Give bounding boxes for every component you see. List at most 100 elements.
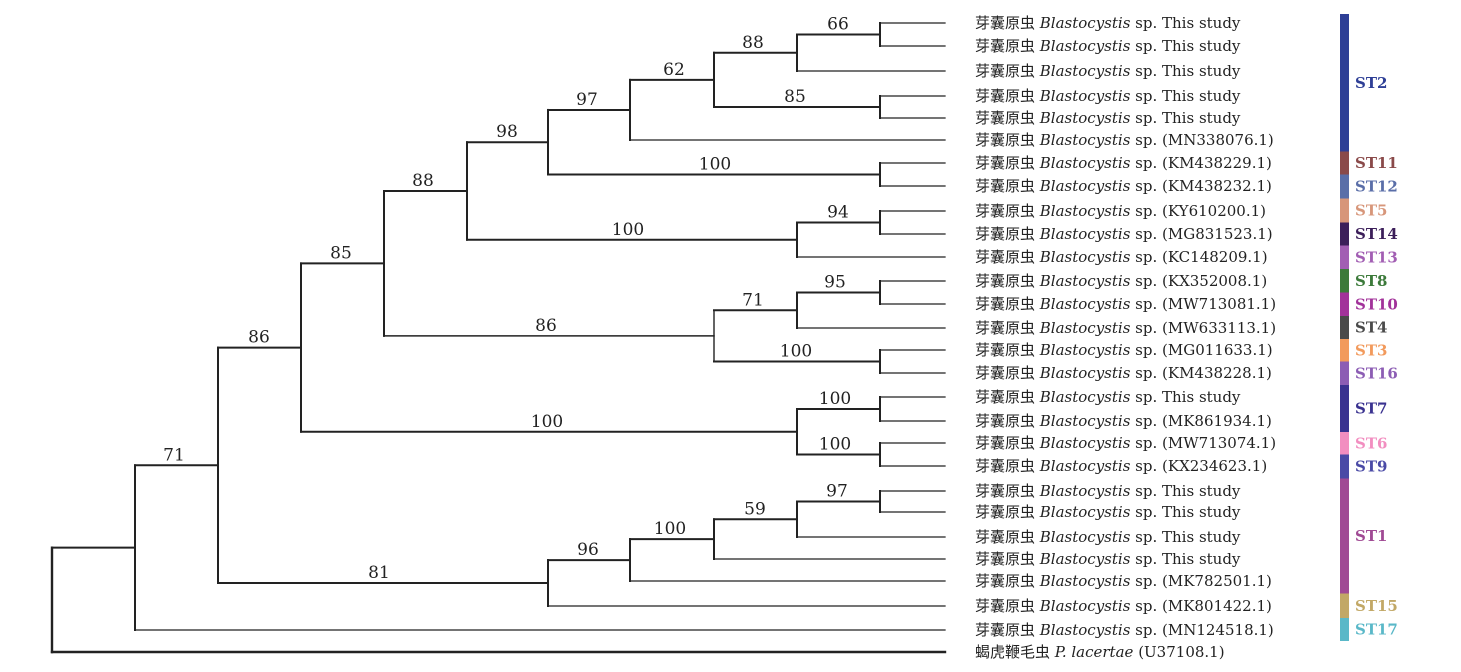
bootstrap-value: 62 (663, 60, 685, 80)
leaf-accession: This study (1157, 109, 1241, 127)
bootstrap-value: 86 (535, 316, 557, 336)
leaf-common-name: 芽囊原虫 (975, 202, 1040, 220)
leaf-label: 芽囊原虫 Blastocystis sp. (MN124518.1) (975, 621, 1274, 639)
bootstrap-value: 66 (827, 15, 849, 35)
leaf-label: 芽囊原虫 Blastocystis sp. This study (975, 109, 1241, 127)
leaf-species: sp. (1130, 177, 1157, 195)
subtype-bar (1340, 151, 1349, 175)
leaf-common-name: 芽囊原虫 (975, 364, 1040, 382)
bootstrap-value: 88 (742, 33, 764, 53)
subtype-bar (1340, 454, 1349, 479)
leaf-species: sp. (1130, 341, 1157, 359)
leaf-species: sp. (1130, 248, 1157, 266)
subtype-label: ST2 (1355, 74, 1387, 92)
leaf-common-name: 芽囊原虫 (975, 295, 1040, 313)
leaf-accession: (MN124518.1) (1157, 621, 1274, 639)
subtype-bar (1340, 478, 1349, 594)
leaf-species: sp. (1130, 202, 1157, 220)
leaf-accession: This study (1157, 37, 1241, 55)
leaf-label: 芽囊原虫 Blastocystis sp. (KX352008.1) (975, 272, 1267, 290)
leaf-common-name: 蝎虎鞭毛虫 (975, 643, 1055, 661)
leaf-species: sp. (1130, 503, 1157, 521)
leaf-genus: Blastocystis (1039, 550, 1131, 568)
subtype-label: ST13 (1355, 248, 1398, 266)
bootstrap-value: 100 (819, 435, 851, 455)
bootstrap-value: 85 (784, 87, 806, 107)
leaf-common-name: 芽囊原虫 (975, 388, 1040, 406)
leaf-accession: This study (1157, 550, 1241, 568)
bootstrap-value: 94 (827, 203, 849, 223)
leaf-common-name: 芽囊原虫 (975, 62, 1040, 80)
leaf-species: sp. (1130, 434, 1157, 452)
leaf-accession: (KC148209.1) (1157, 248, 1267, 266)
subtype-label: ST3 (1355, 341, 1387, 359)
leaf-genus: Blastocystis (1039, 341, 1131, 359)
leaf-accession: (KX352008.1) (1157, 272, 1267, 290)
leaf-genus: Blastocystis (1039, 202, 1131, 220)
leaf-genus: Blastocystis (1039, 482, 1131, 500)
leaf-genus: Blastocystis (1039, 177, 1131, 195)
leaf-label: 芽囊原虫 Blastocystis sp. (KX234623.1) (975, 457, 1267, 475)
leaf-genus: Blastocystis (1039, 225, 1131, 243)
leaf-genus: Blastocystis (1039, 434, 1131, 452)
subtype-bar (1340, 339, 1349, 362)
leaf-genus: Blastocystis (1039, 528, 1131, 546)
bootstrap-value: 100 (780, 342, 812, 362)
leaf-label: 芽囊原虫 Blastocystis sp. This study (975, 528, 1241, 546)
bootstrap-value: 100 (699, 155, 731, 175)
subtype-label: ST14 (1355, 225, 1398, 243)
leaf-species: sp. (1130, 528, 1157, 546)
leaf-common-name: 芽囊原虫 (975, 87, 1040, 105)
leaf-label: 芽囊原虫 Blastocystis sp. (MK861934.1) (975, 412, 1272, 430)
leaf-accession: This study (1157, 14, 1241, 32)
leaf-accession: (MW633113.1) (1157, 319, 1276, 337)
leaf-species: sp. (1130, 109, 1157, 127)
leaf-accession: (MK801422.1) (1157, 597, 1272, 615)
subtype-label: ST7 (1355, 400, 1387, 418)
leaf-common-name: 芽囊原虫 (975, 177, 1040, 195)
leaf-label: 芽囊原虫 Blastocystis sp. This study (975, 482, 1241, 500)
leaf-common-name: 芽囊原虫 (975, 131, 1040, 149)
bootstrap-value: 97 (826, 482, 848, 502)
leaf-species: sp. (1130, 272, 1157, 290)
subtype-label: ST17 (1355, 621, 1398, 639)
bootstrap-value: 81 (368, 563, 390, 583)
leaf-genus: Blastocystis (1039, 364, 1131, 382)
leaf-label: 芽囊原虫 Blastocystis sp. (MK782501.1) (975, 572, 1272, 590)
leaf-species: sp. (1130, 319, 1157, 337)
leaf-label: 芽囊原虫 Blastocystis sp. (KM438228.1) (975, 364, 1272, 382)
leaf-species: sp. (1130, 572, 1157, 590)
leaf-species: sp. (1130, 457, 1157, 475)
bootstrap-value: 100 (612, 220, 644, 240)
leaf-common-name: 芽囊原虫 (975, 341, 1040, 359)
leaf-species: sp. (1130, 14, 1157, 32)
subtype-bar (1340, 245, 1349, 269)
leaf-accession: (U37108.1) (1133, 643, 1224, 661)
leaf-common-name: 芽囊原虫 (975, 319, 1040, 337)
leaf-accession: (KX234623.1) (1157, 457, 1267, 475)
subtype-bar (1340, 14, 1349, 152)
subtype-label: ST12 (1355, 178, 1398, 196)
leaf-accession: (KY610200.1) (1157, 202, 1266, 220)
leaf-accession: (MK861934.1) (1157, 412, 1272, 430)
leaf-common-name: 芽囊原虫 (975, 528, 1040, 546)
leaf-genus: Blastocystis (1039, 412, 1131, 430)
leaf-common-name: 芽囊原虫 (975, 37, 1040, 55)
leaf-species: sp. (1130, 154, 1157, 172)
leaf-accession: This study (1157, 87, 1241, 105)
subtype-bar (1340, 361, 1349, 385)
leaf-common-name: 芽囊原虫 (975, 412, 1040, 430)
leaf-accession: This study (1157, 62, 1241, 80)
leaf-label: 芽囊原虫 Blastocystis sp. (MG831523.1) (975, 225, 1273, 243)
bootstrap-value: 86 (248, 328, 270, 348)
leaf-species: sp. (1130, 412, 1157, 430)
leaf-accession: (MW713081.1) (1157, 295, 1276, 313)
leaf-genus: Blastocystis (1039, 572, 1131, 590)
leaf-accession: (KM438232.1) (1157, 177, 1272, 195)
leaf-common-name: 芽囊原虫 (975, 572, 1040, 590)
leaf-accession: (KM438229.1) (1157, 154, 1272, 172)
leaf-label: 芽囊原虫 Blastocystis sp. (KC148209.1) (975, 248, 1268, 266)
leaf-species: sp. (1130, 597, 1157, 615)
